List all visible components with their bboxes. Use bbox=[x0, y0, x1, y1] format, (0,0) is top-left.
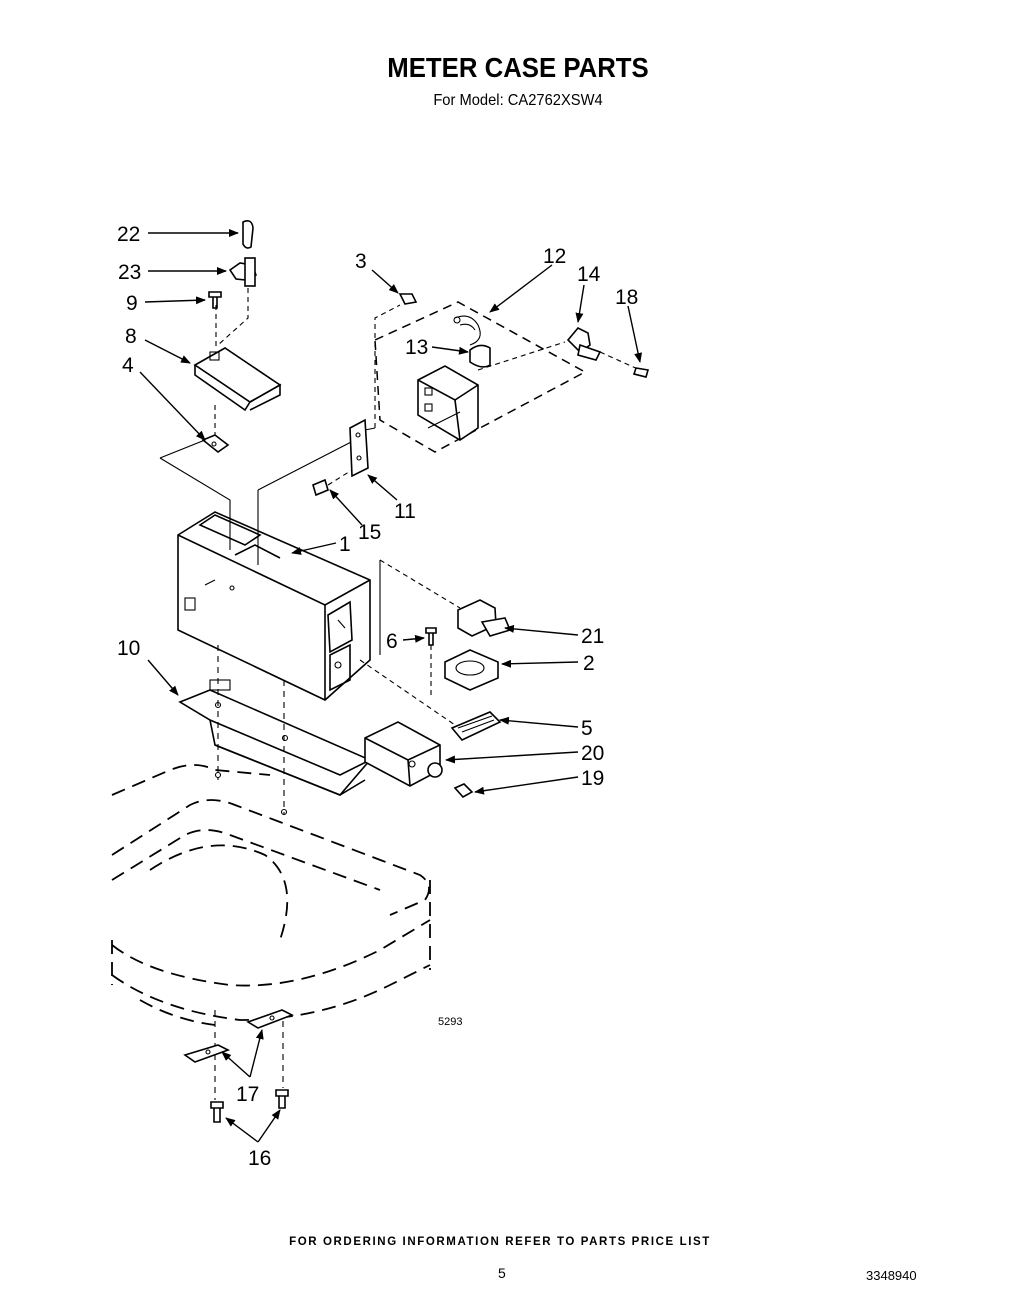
callout-8: 8 bbox=[125, 325, 137, 348]
callout-3: 3 bbox=[355, 250, 367, 273]
callout-20: 20 bbox=[581, 742, 604, 765]
callout-16: 16 bbox=[248, 1147, 271, 1170]
part-14 bbox=[566, 327, 602, 361]
callout-15: 15 bbox=[358, 521, 381, 544]
timer-assembly-12 bbox=[374, 301, 587, 453]
part-5 bbox=[359, 659, 502, 741]
callout-13: 13 bbox=[405, 336, 428, 359]
callout-12: 12 bbox=[543, 245, 566, 268]
bracket-17-left bbox=[183, 1044, 231, 1063]
base-plate bbox=[178, 679, 372, 796]
screw-16-left bbox=[210, 1101, 224, 1123]
lid-assembly bbox=[159, 288, 356, 565]
callout-5: 5 bbox=[581, 717, 593, 740]
meter-case bbox=[177, 511, 371, 701]
knob-22 bbox=[242, 220, 254, 249]
part-21 bbox=[379, 559, 512, 655]
callout-19: 19 bbox=[581, 767, 604, 790]
part-19 bbox=[453, 783, 474, 799]
part-23 bbox=[228, 257, 258, 287]
leader-arrows bbox=[139, 229, 643, 1143]
screw-16-right bbox=[275, 1089, 289, 1109]
screw-9 bbox=[208, 291, 222, 309]
callout-1: 1 bbox=[339, 533, 351, 556]
bracket-11 bbox=[349, 304, 401, 478]
screw-3 bbox=[398, 293, 418, 305]
ordering-note: FOR ORDERING INFORMATION REFER TO PARTS … bbox=[289, 1236, 711, 1248]
callout-18: 18 bbox=[615, 286, 638, 309]
solenoid-20 bbox=[364, 721, 443, 787]
page-title: METER CASE PARTS bbox=[387, 52, 649, 83]
callout-9: 9 bbox=[126, 292, 138, 315]
part-18 bbox=[599, 351, 650, 378]
callout-4: 4 bbox=[122, 354, 134, 377]
part-2 bbox=[444, 649, 499, 691]
bracket-17-right bbox=[246, 1009, 294, 1029]
screw-6 bbox=[425, 627, 437, 695]
callout-14: 14 bbox=[577, 263, 601, 286]
drawing-code: 5293 bbox=[438, 1016, 462, 1028]
page-number: 5 bbox=[498, 1265, 506, 1281]
callout-22: 22 bbox=[117, 223, 140, 246]
document-number: 3348940 bbox=[866, 1268, 917, 1283]
cabinet-top-outline bbox=[111, 764, 431, 1026]
callout-labels: 22 23 9 8 4 3 12 14 18 13 11 15 1 10 6 2… bbox=[117, 223, 638, 1170]
callout-11: 11 bbox=[394, 500, 416, 523]
model-subtitle: For Model: CA2762XSW4 bbox=[433, 92, 603, 109]
callout-10: 10 bbox=[117, 637, 140, 660]
callout-17: 17 bbox=[236, 1083, 259, 1106]
callout-2: 2 bbox=[583, 652, 595, 675]
callout-6: 6 bbox=[386, 630, 398, 653]
callout-21: 21 bbox=[581, 625, 604, 648]
screw-15 bbox=[312, 469, 353, 497]
callout-23: 23 bbox=[118, 261, 141, 284]
